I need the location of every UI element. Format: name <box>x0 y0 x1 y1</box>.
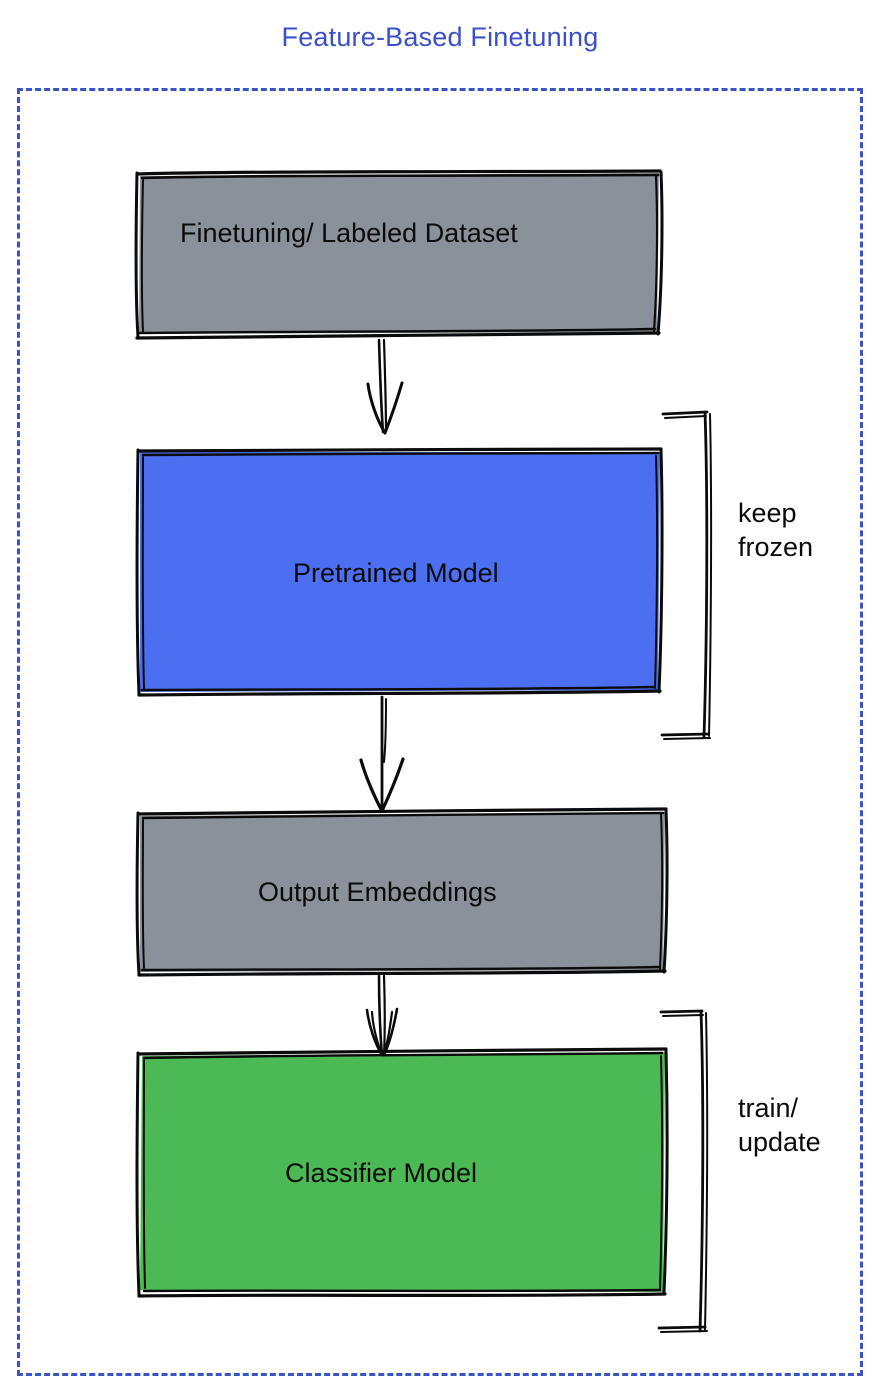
node-classifier-model-outline-8 <box>142 1059 146 1289</box>
node-finetuning-dataset-outline-8 <box>140 179 144 333</box>
node-label-output-embeddings: Output Embeddings <box>258 877 497 907</box>
node-pretrained-model-outline-6 <box>140 685 657 692</box>
annotation-train-update: train/ update <box>738 1092 821 1160</box>
node-classifier-model[interactable] <box>135 1047 669 1298</box>
node-pretrained-model-outline-8 <box>141 456 145 689</box>
page-title: Feature-Based Finetuning <box>281 22 599 52</box>
node-output-embeddings-fill <box>140 812 665 972</box>
node-classifier-model-outline-4 <box>659 1055 664 1290</box>
arrow-output-to-classifier <box>365 974 399 1059</box>
node-classifier-model-fill <box>140 1052 665 1292</box>
node-pretrained-model-outline-2 <box>141 451 660 457</box>
annotation-keep-frozen-line-1: keep <box>738 498 797 528</box>
node-finetuning-dataset-outline-7 <box>134 171 140 339</box>
node-pretrained-model-outline-5 <box>137 689 662 697</box>
node-finetuning-dataset-outline-5 <box>135 331 661 340</box>
node-output-embeddings-outline-8 <box>141 819 145 969</box>
node-classifier-model-outline-7 <box>135 1051 141 1297</box>
node-finetuning-dataset[interactable] <box>134 169 664 340</box>
node-output-embeddings-outline-7 <box>135 811 141 976</box>
node-output-embeddings-outline-6 <box>140 965 662 972</box>
bracket-keep-frozen <box>660 410 713 740</box>
node-output-embeddings-outline <box>136 807 668 816</box>
arrow-dataset-to-pretrained <box>366 338 404 435</box>
node-pretrained-model-outline-3 <box>657 448 664 694</box>
bracket-train-update <box>657 1009 709 1333</box>
node-pretrained-model[interactable] <box>135 447 664 697</box>
node-finetuning-dataset-outline <box>136 169 662 176</box>
node-output-embeddings-outline-5 <box>137 969 667 977</box>
node-output-embeddings[interactable] <box>135 807 669 977</box>
node-pretrained-model-fill <box>140 452 660 692</box>
node-classifier-model-outline <box>136 1047 668 1056</box>
arrow-pretrained-to-output <box>359 695 405 813</box>
node-label-classifier-model: Classifier Model <box>285 1158 478 1188</box>
node-classifier-model-outline-2 <box>142 1051 664 1060</box>
annotation-train-update-line-1: train/ <box>738 1093 799 1123</box>
node-output-embeddings-outline-3 <box>662 808 669 974</box>
node-pretrained-model-outline <box>136 447 663 453</box>
annotation-keep-frozen: keep frozen <box>738 497 813 565</box>
annotation-train-update-line-2: update <box>738 1126 821 1157</box>
node-classifier-model-outline-5 <box>137 1292 667 1298</box>
node-finetuning-dataset-outline-6 <box>138 327 657 335</box>
annotation-keep-frozen-line-2: frozen <box>738 531 814 562</box>
node-finetuning-dataset-outline-4 <box>652 174 659 333</box>
node-classifier-model-outline-6 <box>142 1288 662 1293</box>
node-label-pretrained-model: Pretrained Model <box>293 558 499 588</box>
node-finetuning-dataset-outline-2 <box>140 173 660 180</box>
node-finetuning-dataset-outline-3 <box>656 170 664 336</box>
node-finetuning-dataset-fill <box>139 173 659 334</box>
node-label-finetuning-dataset: Finetuning/ Labeled Dataset <box>180 218 518 248</box>
node-pretrained-model-outline-7 <box>135 448 141 696</box>
node-pretrained-model-outline-4 <box>654 455 659 689</box>
node-classifier-model-outline-3 <box>662 1048 669 1295</box>
node-output-embeddings-outline-2 <box>141 811 665 820</box>
node-output-embeddings-outline-4 <box>659 813 664 970</box>
